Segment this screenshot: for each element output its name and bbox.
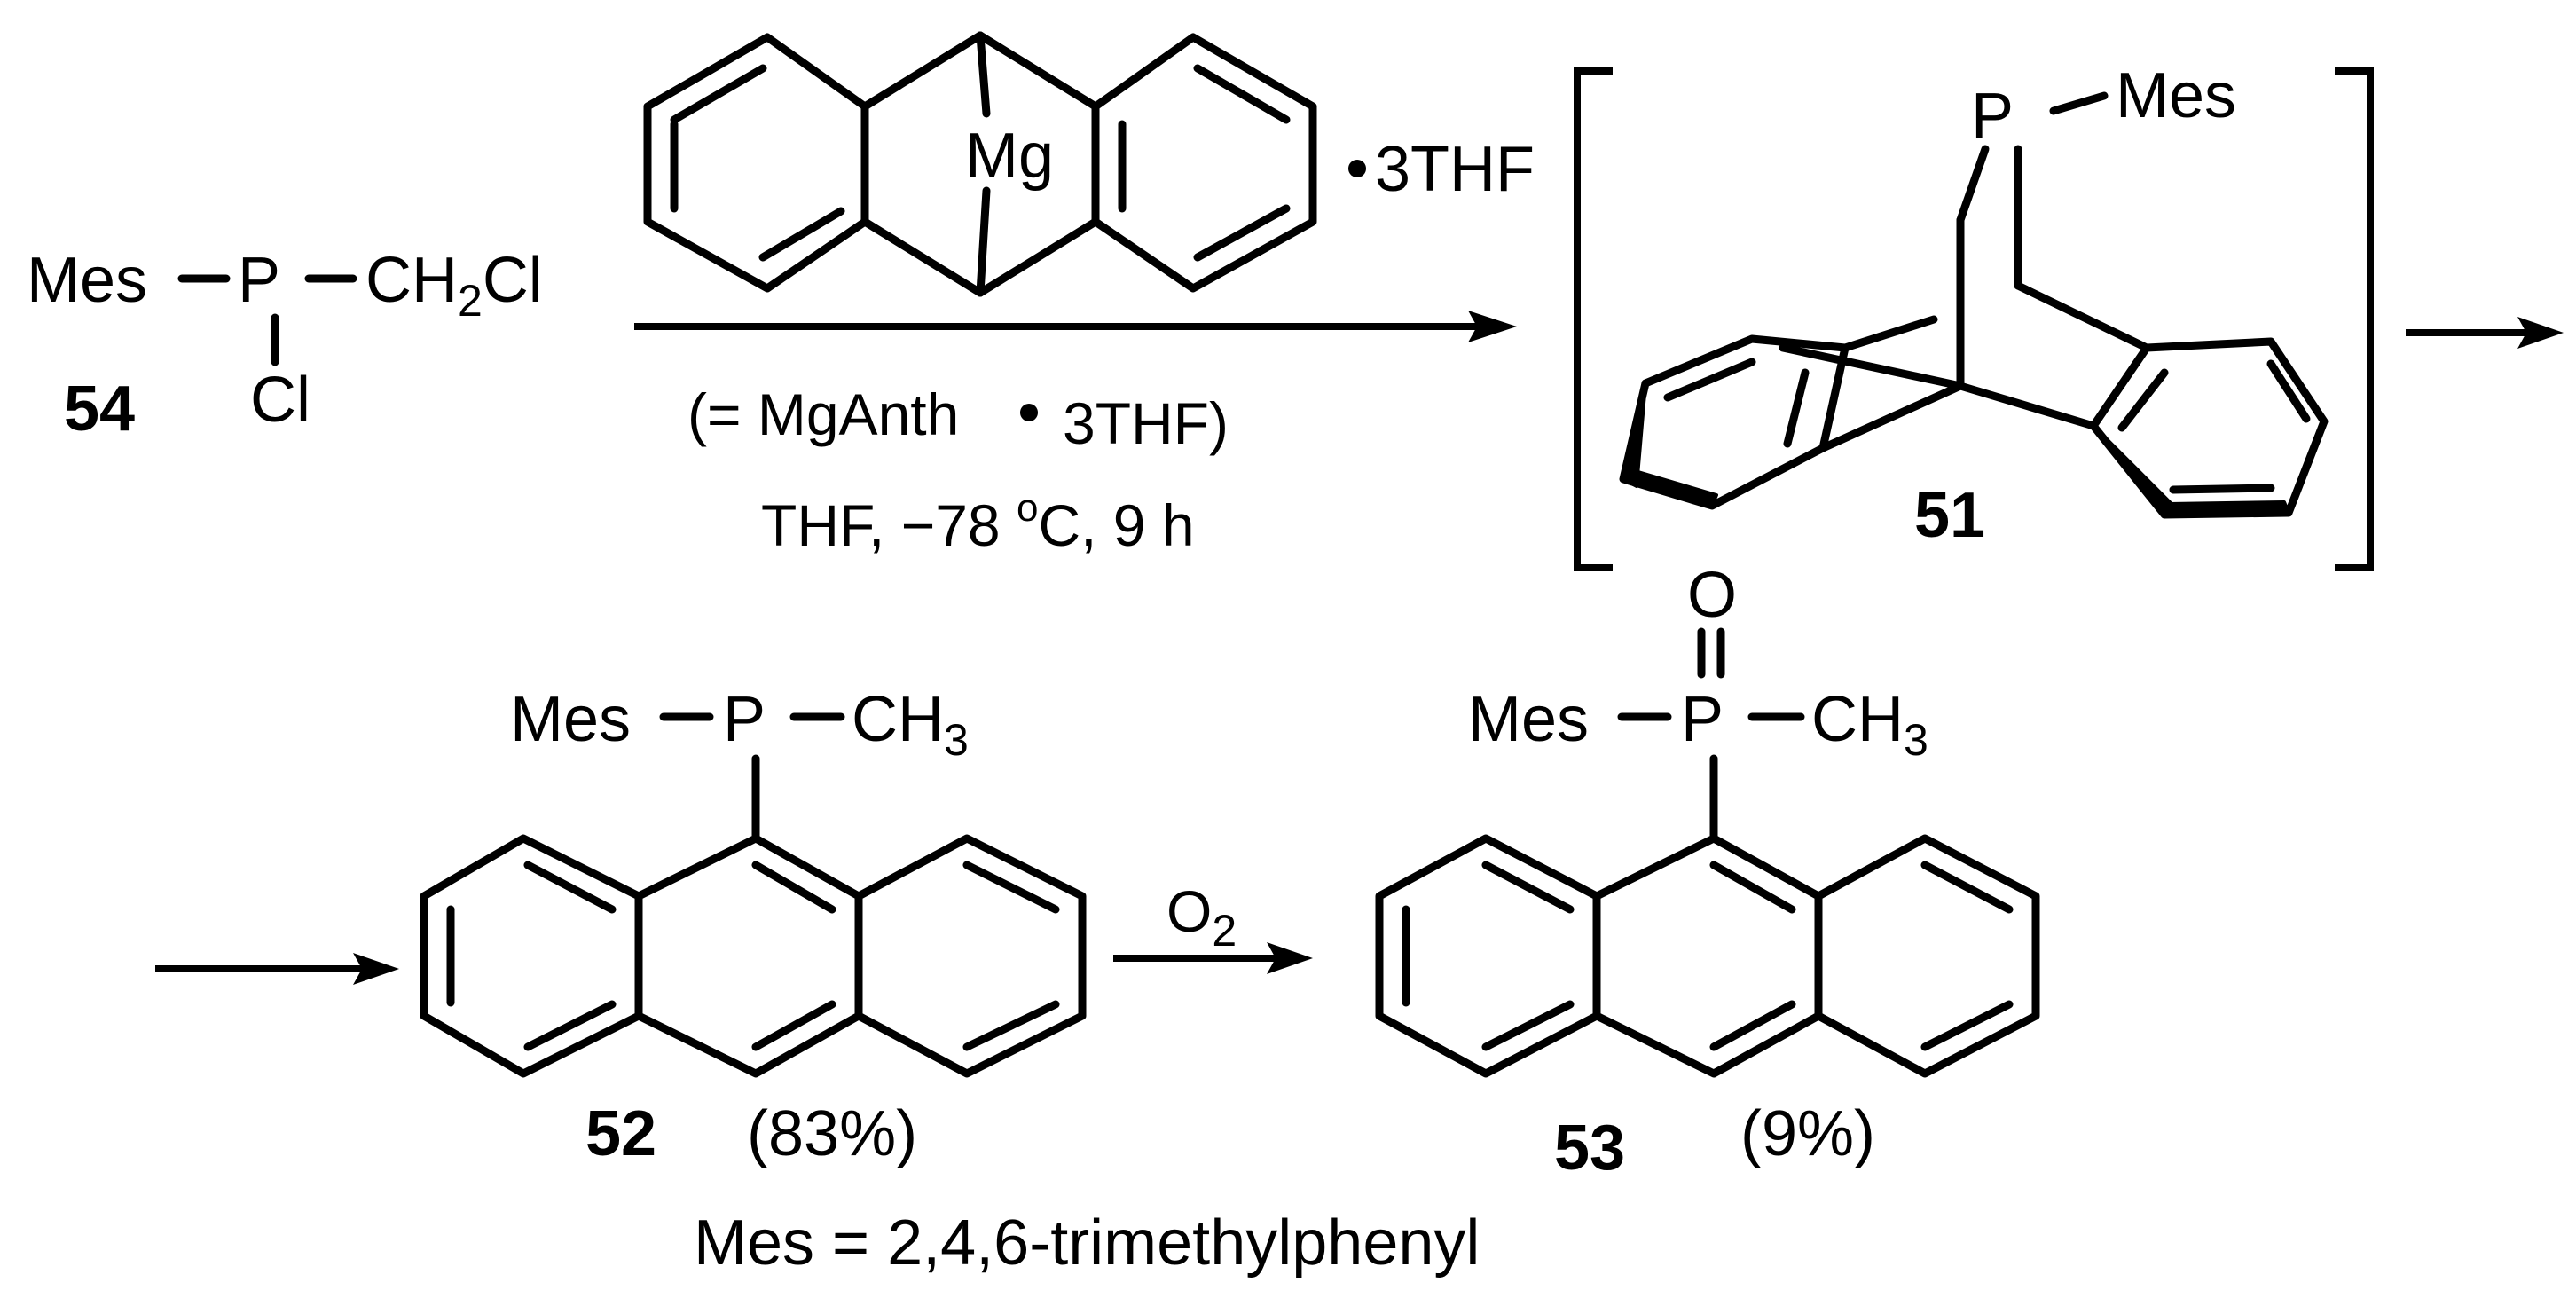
mganth-reagent: Mg 3THF xyxy=(643,31,1535,297)
mganth-bridge-top-right xyxy=(976,31,1100,111)
compound-52: Mes P CH3 52 (83%) xyxy=(420,684,1087,1169)
c53-ring-middle xyxy=(1592,834,1823,1078)
c51-p-ch2-bond xyxy=(1956,145,1990,224)
c51-left-db1 xyxy=(1663,358,1756,402)
c53-sub-3: 3 xyxy=(1904,715,1928,765)
c52-mes-label: Mes xyxy=(510,684,631,755)
compound-52-number: 52 xyxy=(585,1098,656,1169)
mganth-mg-bond-top xyxy=(976,31,991,118)
c52-p-label: P xyxy=(723,684,766,755)
mganth-mg-bond-bottom xyxy=(976,186,991,297)
c52-db-5 xyxy=(751,1000,836,1051)
reaction-arrow-3 xyxy=(155,953,399,985)
c51-right-db1 xyxy=(2117,368,2169,432)
oxidation-arrow: O2 xyxy=(1113,878,1313,974)
oxidation-arrow-head xyxy=(1267,942,1313,974)
bracket-right xyxy=(2335,67,2374,571)
c52-ring-left xyxy=(420,834,643,1078)
reagent-adduct-dot xyxy=(1348,160,1366,177)
c53-o-label: O xyxy=(1687,560,1737,631)
c52-db-6 xyxy=(962,861,1060,914)
reagent-thf-label: 3THF xyxy=(1375,134,1535,205)
c51-left-wedge-bottom xyxy=(1622,468,1718,507)
c53-db-4 xyxy=(1709,861,1796,914)
c52-db-4 xyxy=(751,861,836,914)
c52-ring-right xyxy=(854,834,1087,1078)
compound-53-number: 53 xyxy=(1554,1113,1625,1184)
compound-51: P Mes 51 xyxy=(1574,60,2374,571)
c51-p-mes-bond xyxy=(2049,91,2109,115)
mganth-left-db1 xyxy=(670,64,767,124)
c54-ch-label: CH xyxy=(365,245,458,316)
c53-db-6 xyxy=(1920,861,2014,914)
c54-mes-label: Mes xyxy=(27,245,147,316)
c53-db-5 xyxy=(1709,1000,1796,1051)
c51-bridge-right xyxy=(1956,382,2098,430)
c53-db-3 xyxy=(1481,1000,1575,1051)
conditions-adduct-dot xyxy=(1020,404,1038,421)
c51-bridge-left-top xyxy=(1779,343,1965,390)
conditions-thf-label: 3THF) xyxy=(1063,390,1229,456)
c51-right-wedge-bottom xyxy=(2163,500,2290,516)
c52-db-7 xyxy=(962,1000,1060,1051)
mganth-bridge-top-left xyxy=(860,31,985,111)
arrow-3-head xyxy=(353,953,399,985)
c51-right-db2 xyxy=(2266,359,2311,423)
compound-52-yield: (83%) xyxy=(747,1098,917,1169)
svg-text:O2: O2 xyxy=(1166,878,1237,956)
c52-db-2 xyxy=(523,861,617,914)
oxidation-sub-2: 2 xyxy=(1212,906,1237,956)
c53-ring-right xyxy=(1814,834,2040,1078)
c52-ch-label: CH xyxy=(852,684,944,755)
c51-bridge-left-bottom xyxy=(1818,382,1965,452)
arrow-1-head xyxy=(1468,311,1517,342)
c53-db-2 xyxy=(1481,861,1575,914)
c51-right-db3 xyxy=(2169,484,2275,494)
compound-54-number: 54 xyxy=(64,374,135,445)
mganth-bridge-bottom-left xyxy=(860,217,985,297)
conditions-temperature: THF, −78 oC, 9 h xyxy=(761,486,1195,558)
mganth-right-db1 xyxy=(1193,64,1291,124)
c51-bridge-top-right xyxy=(2014,281,2151,352)
svg-text:CH3: CH3 xyxy=(852,684,969,765)
conditions-mganth-label: (= MgAnth xyxy=(687,382,959,447)
c52-sub-3: 3 xyxy=(944,715,969,765)
mes-definition-footnote: Mes = 2,4,6-trimethylphenyl xyxy=(694,1208,1480,1278)
c51-p-label: P xyxy=(1971,81,2014,152)
c52-ring-middle xyxy=(634,834,863,1078)
compound-53-yield: (9%) xyxy=(1740,1098,1875,1169)
c51-right-wedge xyxy=(2092,424,2173,516)
oxidation-o-label: O xyxy=(1166,878,1212,944)
c54-cl-sub-label: Cl xyxy=(250,365,310,436)
mganth-left-db3 xyxy=(758,207,845,262)
mganth-right-db3 xyxy=(1193,204,1291,262)
c52-db-3 xyxy=(523,1000,617,1051)
arrow-2-head xyxy=(2517,317,2564,349)
c54-p-label: P xyxy=(238,245,280,316)
c53-mes-label: Mes xyxy=(1468,684,1589,755)
c51-left-db2 xyxy=(1783,368,1810,448)
mganth-mg-label: Mg xyxy=(965,121,1054,192)
mganth-bridge-bottom-right xyxy=(976,217,1100,297)
bracket-left xyxy=(1574,67,1613,571)
svg-text:CH3: CH3 xyxy=(1811,684,1928,765)
compound-54: Mes P CH2Cl Cl 54 xyxy=(27,245,543,445)
reaction-arrow-2 xyxy=(2406,317,2564,349)
svg-text:CH2Cl: CH2Cl xyxy=(365,245,543,326)
c51-mes-label: Mes xyxy=(2116,60,2236,131)
compound-51-number: 51 xyxy=(1914,480,1985,551)
reaction-arrow-1 xyxy=(634,311,1517,342)
c53-p-label: P xyxy=(1681,684,1724,755)
c54-cl-label: Cl xyxy=(483,245,543,316)
compound-53: O Mes P CH3 53 (9%) xyxy=(1375,560,2040,1184)
c51-bridge-left-upper xyxy=(1841,315,1938,352)
c53-ring-left xyxy=(1375,834,1601,1078)
c54-sub-2: 2 xyxy=(458,276,483,326)
c53-ch-label: CH xyxy=(1811,684,1904,755)
c53-db-7 xyxy=(1920,1000,2014,1051)
